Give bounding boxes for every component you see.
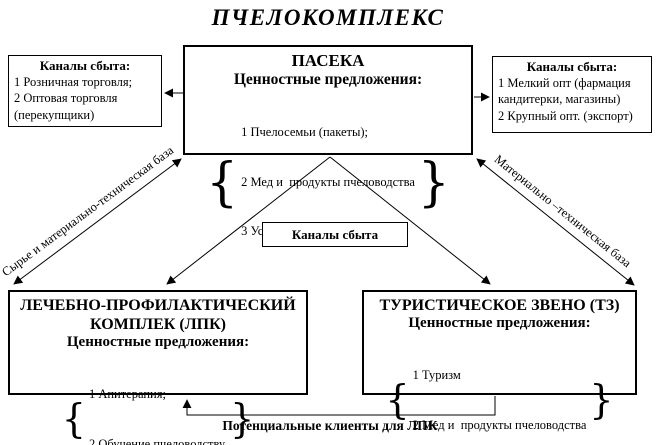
left-sales-channels-line: (перекупщики) bbox=[14, 107, 95, 122]
right-sales-channels-title: Каналы сбыта: bbox=[526, 59, 618, 74]
arrow-tz-to-lpk-clients bbox=[182, 396, 496, 416]
tz-item: 1 Туризм bbox=[412, 368, 461, 383]
sales-channels-mid-box: Каналы сбыта bbox=[262, 222, 408, 247]
brace-right-icon: } bbox=[230, 396, 255, 443]
tz-subtitle: Ценностные предложения: bbox=[408, 315, 591, 332]
tz-item: 2 Мед и продукты пчеловодства bbox=[412, 417, 587, 432]
lpk-title-line2: КОМПЛЕК (ЛПК) bbox=[89, 316, 226, 334]
arrow-paseka-to-tz bbox=[329, 156, 491, 285]
left-sales-channels-title: Каналы сбыта: bbox=[39, 58, 131, 73]
paseka-title: ПАСЕКА bbox=[291, 51, 365, 70]
right-sales-channels-line: кандитерки, магазины) bbox=[498, 92, 621, 107]
tz-value-list: { 1 Туризм 2 Мед и продукты пчеловодства… bbox=[370, 334, 629, 445]
left-sales-channels-line: 2 Оптовая торговля bbox=[14, 91, 118, 106]
paseka-subtitle: Ценностные предложения: bbox=[233, 71, 423, 88]
lpk-item: 2 Обучение пчеловодству. bbox=[88, 436, 228, 445]
paseka-box: ПАСЕКА Ценностные предложения: { 1 Пчело… bbox=[183, 45, 473, 238]
arrow-paseka-to-lpk bbox=[166, 156, 331, 285]
paseka-item: 1 Пчелосемьи (пакеты); bbox=[241, 125, 368, 139]
brace-right-icon: } bbox=[589, 377, 614, 424]
brace-left-icon: { bbox=[385, 377, 410, 424]
left-sales-channels-box: Каналы сбыта: 1 Розничная торговля; 2 Оп… bbox=[8, 55, 162, 127]
tz-title: ТУРИСТИЧЕСКОЕ ЗВЕНО (ТЗ) bbox=[379, 297, 620, 314]
right-sales-channels-box: Каналы сбыта: 1 Мелкий опт (фармация кан… bbox=[492, 56, 652, 133]
brace-right-icon: } bbox=[417, 151, 450, 213]
arrow-diagonal-paseka-lpk-supply bbox=[13, 158, 182, 285]
left-sales-channels-line: 1 Розничная торговля; bbox=[14, 75, 133, 89]
paseka-item: 2 Мед и продукты пчеловодства bbox=[241, 174, 415, 189]
page-title: ПЧЕЛОКОМПЛЕКС bbox=[211, 5, 445, 30]
lpk-value-list: { 1 Апитерапия; 2 Обучение пчеловодству.… bbox=[16, 353, 300, 445]
brace-left-icon: { bbox=[206, 151, 239, 213]
arrow-diagonal-paseka-tz-supply bbox=[476, 158, 635, 286]
lpk-subtitle: Ценностные предложения: bbox=[66, 334, 250, 351]
lpk-title-line1: ЛЕЧЕБНО-ПРОФИЛАКТИЧЕСКИЙ bbox=[20, 297, 296, 314]
sales-channels-mid-label: Каналы сбыта bbox=[291, 226, 379, 242]
right-sales-channels-line: 2 Крупный опт. (экспорт) bbox=[498, 108, 633, 123]
brace-left-icon: { bbox=[61, 396, 86, 443]
edge-label-potential-clients: Потенциальные клиенты для ЛПК bbox=[222, 418, 438, 433]
tz-box: ТУРИСТИЧЕСКОЕ ЗВЕНО (ТЗ) Ценностные пред… bbox=[362, 290, 637, 432]
right-sales-channels-line: 1 Мелкий опт (фармация bbox=[498, 76, 631, 90]
lpk-item: 1 Апитерапия; bbox=[88, 387, 166, 402]
lpk-box: ЛЕЧЕБНО-ПРОФИЛАКТИЧЕСКИЙ КОМПЛЕК (ЛПК) Ц… bbox=[8, 290, 308, 445]
